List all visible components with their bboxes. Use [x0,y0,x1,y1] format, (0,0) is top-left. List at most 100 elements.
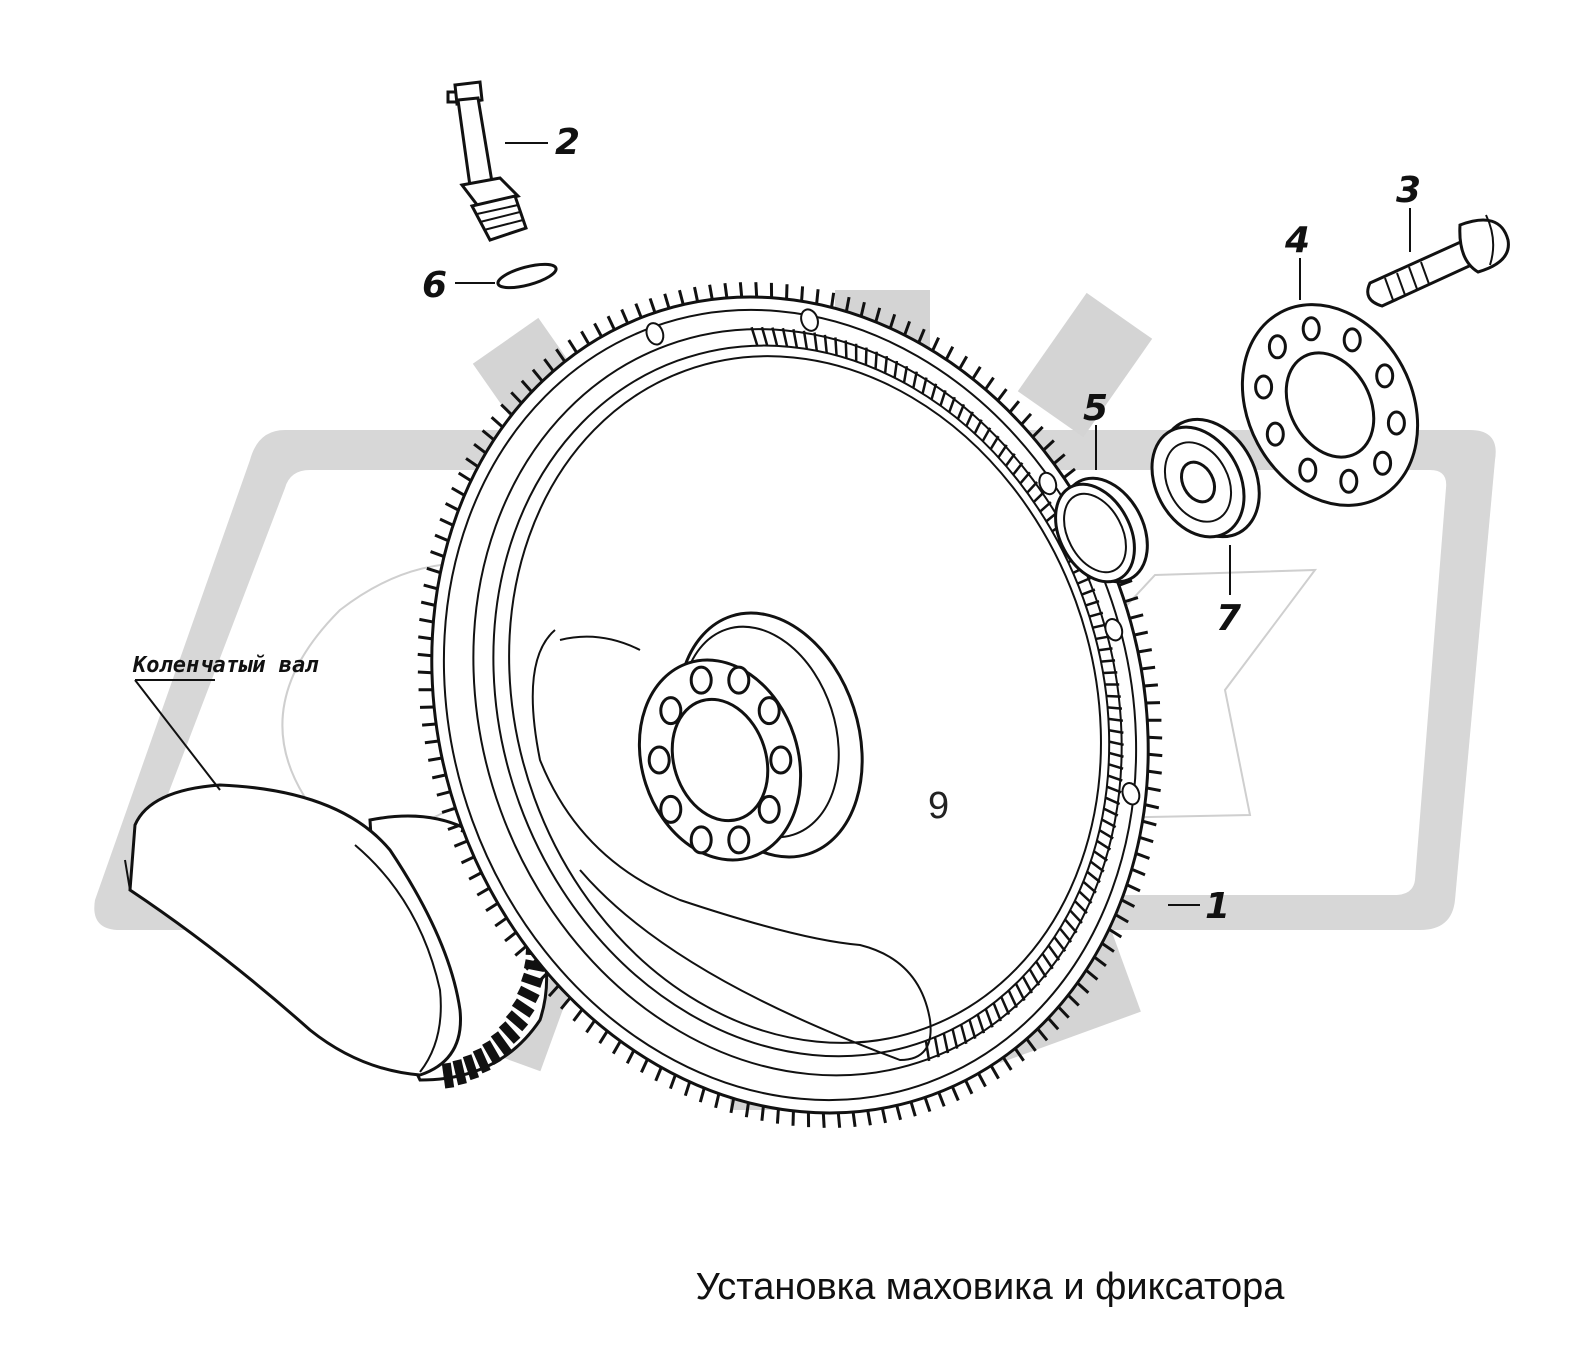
ring-gear-tooth [937,1091,946,1107]
hub-bolt-hole [659,794,683,824]
crankshaft-label: Коленчатый вал [132,653,319,678]
ring-gear-tooth [421,722,437,727]
ring-gear-tooth [460,855,475,865]
ring-gear-tooth [1093,955,1107,967]
callout-labels: 2 3 4 5 6 7 1 9 Коленчатый вал [132,122,1421,927]
ring-gear-tooth [1036,1027,1049,1042]
ring-gear-tooth [510,391,523,405]
crank-gear-tooth [472,1047,491,1074]
ring-gear-tooth [874,307,882,323]
leader-lines [134,142,1411,906]
ring-gear-tooth [1042,439,1055,452]
callout-7: 7 [1216,598,1241,639]
ring-gear-tooth [1133,630,1149,637]
ring-gear-tooth [485,901,499,913]
ring-gear-tooth [1131,867,1146,877]
hub-bolt-hole [727,665,751,695]
crank-gear-tooth [452,1059,467,1086]
ring-gear-tooth [1118,579,1133,587]
diagram-title: Установка маховика и фиксатора [695,1266,1285,1308]
ring-gear-tooth [663,293,671,309]
ring-gear-tooth [419,617,434,624]
ring-gear-tooth [1137,648,1153,654]
plate-hole [1342,327,1362,353]
crank-gear-tooth [511,998,535,1018]
callout-1: 1 [1205,886,1230,927]
ring-gear-tooth [504,931,518,943]
ring-gear-tooth [1000,996,1011,1015]
ring-gear-tooth [1020,412,1033,426]
ring-gear-tooth [851,1111,857,1127]
ring-gear-tooth [427,756,443,762]
ring-gear-tooth [567,339,579,354]
ring-gear-tooth [468,871,483,881]
ring-gear-tooth [723,283,729,299]
retaining-plate [1240,303,1420,507]
hub-bolt-hole [757,696,781,726]
ring-gear-tooth [1143,683,1159,688]
ring-gear-tooth [417,670,433,675]
ring-gear-tooth [791,1110,795,1126]
ring-gear-tooth [500,403,513,416]
callout-4: 4 [1284,220,1310,261]
ring-gear-tooth [430,550,445,558]
ring-gear-tooth [959,1024,968,1045]
ring-gear-tooth [944,346,955,361]
ring-gear-tooth [760,1105,765,1121]
ring-gear-tooth [444,502,460,512]
ring-gear-tooth [1124,596,1139,604]
ring-gear-tooth [418,688,433,692]
ring-gear-tooth [1148,752,1163,758]
ring-gear-tooth [738,282,744,298]
ring-gear-tooth [958,355,969,370]
ring-gear-tooth [1141,665,1156,671]
ring-gear-tooth [585,1019,596,1034]
ring-gear-tooth [815,289,820,305]
ring-gear-tooth [800,286,805,302]
ring-gear-tooth [434,533,449,543]
ring-gear-tooth [1108,927,1123,939]
crank-gear-tooth [517,985,540,1004]
locking-pin [446,80,528,242]
ring-gear-tooth [683,1081,692,1097]
ring-gear-tooth [634,303,643,319]
ring-gear-tooth [418,635,433,641]
crank-gear-tooth [441,1062,455,1089]
ring-gear-tooth [453,839,468,848]
ring-gear-tooth [771,327,779,347]
ring-gear-tooth [996,388,1008,402]
ring-gear-tooth [1067,994,1080,1007]
ring-gear-tooth [598,1030,609,1044]
ring-gear-tooth [640,1058,649,1074]
plate-hole [1386,410,1406,436]
ring-gear-tooth [1139,835,1154,844]
flywheel-hub-recess [531,629,932,1062]
ring-gear-tooth [525,958,538,971]
ring-gear-tooth [678,289,685,306]
ring-gear-tooth [1007,989,1018,1009]
flywheel-hub [637,611,864,862]
ring-gear-tooth [754,282,759,298]
crank-gear-tooth [462,1054,480,1081]
ring-gear-tooth [698,1087,706,1103]
ring-gear-tooth [1135,852,1150,860]
ring-gear-tooth [476,886,491,897]
ring-gear-tooth [989,1064,1000,1080]
ring-gear-tooth [531,368,544,383]
ring-gear-tooth [1047,1017,1060,1031]
hub-bolt-hole [689,825,713,855]
ring-gear-tooth [547,984,560,998]
hub-bolt-hole [727,825,751,855]
ring-gear-tooth [917,328,926,344]
ring-gear-tooth [1008,400,1021,414]
crank-gear-tooth [505,1010,529,1032]
ring-gear-tooth [1145,701,1161,705]
ring-gear-tooth [1031,425,1044,439]
ring-gear-tooth [490,416,504,429]
sleeve-ring [1054,476,1149,584]
ring-gear-tooth [555,348,567,363]
ring-gear-tooth [431,773,447,780]
ring-gear-tooth [606,315,616,331]
ring-gear-tooth [447,823,462,831]
ring-gear-tooth [951,1028,959,1049]
